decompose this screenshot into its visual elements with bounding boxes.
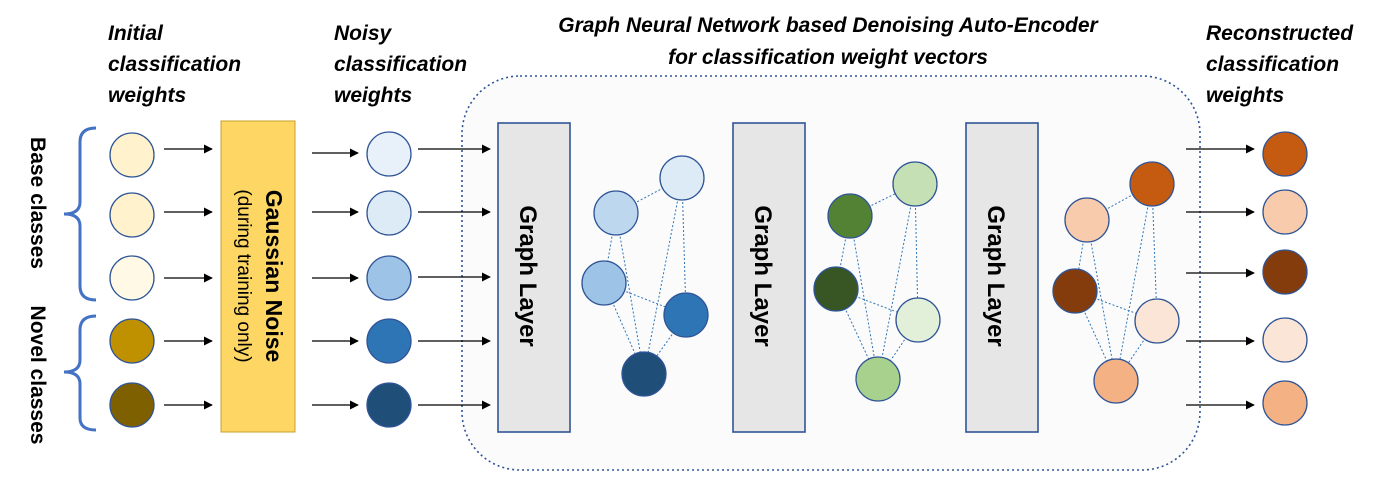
graph3-node [1134,298,1180,344]
noisy-weight-node [366,255,412,301]
noisy-weight-node [366,131,412,177]
graph2-node [855,356,901,402]
base-classes-bracket [63,126,97,302]
graph3-edge [1115,183,1153,382]
initial-weights-header: Initial classification weights [108,22,241,107]
initial-weight-node [109,192,155,238]
initial-weight-node [109,255,155,301]
graph-layer-2-box [732,122,806,433]
base-classes-label: Base classes [26,137,49,269]
graph2-node [813,266,859,312]
reconstructed-weight-node [1262,189,1308,235]
graph-layer-2-label: Graph Layer [749,205,776,346]
graph-layer-3-box [965,122,1039,433]
reconstructed-header-line-1: Reconstructed [1206,22,1354,45]
noisy-weight-node [366,382,412,428]
graph3-edge [1151,183,1158,322]
arrows [164,144,1255,410]
graph2-node [892,161,938,207]
graph1-node [659,155,705,201]
initial-weight-node [109,382,155,428]
gaussian-noise-label: Gaussian Noise [261,190,287,363]
reconstructed-header-line-3: weights [1206,84,1284,107]
graph3-node [1052,268,1098,314]
reconstructed-weights-header: Reconstructed classification weights [1206,22,1354,107]
graph1-node [581,260,627,306]
graph1-edge [643,177,683,375]
initial-weight-node [109,318,155,364]
graph2-edge [849,215,879,380]
graph1-node [663,292,709,338]
graph2-edge [914,183,919,321]
initial-header-line-3: weights [108,84,186,107]
reconstructed-weight-node [1262,131,1308,177]
novel-classes-bracket [63,314,97,432]
graph-layer-3-label: Graph Layer [982,205,1009,346]
initial-header-line-1: Initial [108,22,164,45]
graph1-node [593,190,639,236]
graph-layer-1-label: Graph Layer [514,205,541,346]
graph3-node [1129,161,1175,207]
graph3-node [1064,197,1110,243]
initial-weight-node [109,132,155,178]
noisy-weight-node [366,190,412,236]
noisy-header-line-1: Noisy [334,22,393,45]
graph2-edge [877,183,916,380]
graph1-node [621,351,667,397]
graph2-node [895,297,941,343]
node-columns [109,131,1308,428]
gnn-header: Graph Neural Network based Denoising Aut… [558,14,1099,69]
noisy-header-line-2: classification [334,53,467,76]
gnn-header-line-2: for classification weight vectors [668,46,988,69]
gaussian-noise-sublabel: (during training only) [233,189,254,362]
reconstructed-weight-node [1262,249,1308,295]
noisy-weights-header: Noisy classification weights [334,22,467,107]
gnn-header-line-1: Graph Neural Network based Denoising Aut… [558,14,1099,37]
noisy-header-line-3: weights [334,84,412,107]
initial-header-line-2: classification [108,53,241,76]
novel-classes-label: Novel classes [26,306,49,445]
graph2-node [827,193,873,239]
gaussian-noise-box [220,120,296,433]
noisy-weight-node [366,318,412,364]
graph-layer-1-box [497,122,571,433]
graph1-edge [681,177,687,316]
graph3-node [1093,358,1139,404]
reconstructed-header-line-2: classification [1206,53,1339,76]
reconstructed-weight-node [1262,380,1308,426]
reconstructed-weight-node [1262,317,1308,363]
